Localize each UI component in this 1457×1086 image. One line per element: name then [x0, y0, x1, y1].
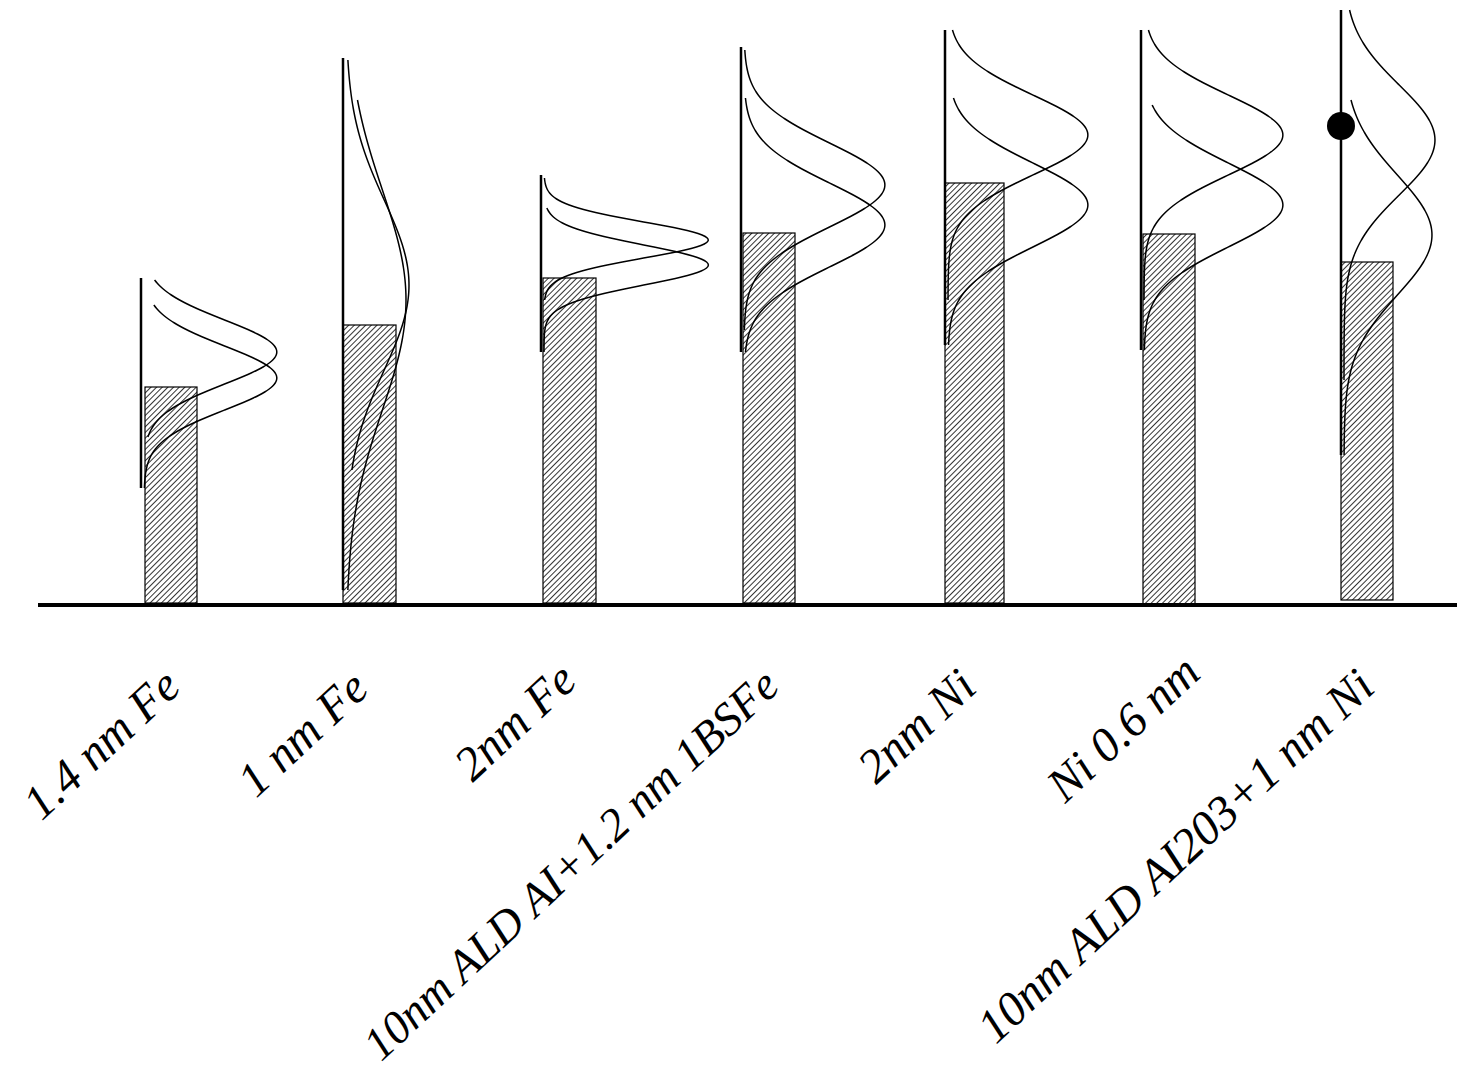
- gaussian-profile: [348, 100, 406, 590]
- gaussian-profile: [148, 280, 277, 437]
- marker-dot: [1327, 112, 1355, 140]
- profile-axis: [342, 58, 345, 590]
- gaussian-profile: [348, 60, 409, 470]
- sample-label: 1.4 nm Fe: [13, 659, 190, 829]
- profile-axis: [140, 278, 143, 488]
- gaussian-profile: [1144, 105, 1283, 350]
- gaussian-profile: [544, 178, 708, 300]
- hatched-bar: [145, 387, 197, 603]
- profile-axis: [1140, 30, 1143, 350]
- hatched-bar: [343, 325, 396, 603]
- baseline: [38, 603, 1457, 607]
- profile-axis: [1340, 10, 1343, 455]
- sample-label: 2nm Fe: [444, 653, 586, 791]
- gaussian-profile: [1144, 30, 1283, 300]
- sample-label: 10nm ALD AI+1.2 nm 1BSFe: [354, 659, 789, 1070]
- gaussian-profile: [1344, 10, 1435, 380]
- profile-axis: [740, 47, 743, 352]
- sample-label: Ni 0.6 nm: [1036, 645, 1210, 812]
- gaussian-profile: [144, 305, 276, 488]
- profile-axis: [540, 175, 543, 352]
- gaussian-profile: [948, 30, 1088, 300]
- gaussian-profile: [949, 98, 1088, 345]
- hatched-bar: [945, 183, 1004, 603]
- gaussian-profile: [745, 98, 884, 352]
- gaussian-profile: [744, 50, 885, 330]
- hatched-bar: [1341, 262, 1393, 600]
- hatched-bar: [543, 278, 596, 603]
- sample-label: 1 nm Fe: [227, 661, 378, 807]
- gaussian-profile: [1344, 100, 1432, 455]
- profile-axis: [944, 30, 947, 345]
- gaussian-profile: [544, 208, 708, 352]
- sample-label: 10nm ALD AI203+1 nm Ni: [967, 659, 1384, 1053]
- sample-label: 2nm Ni: [848, 659, 986, 793]
- hatched-bar: [1143, 234, 1195, 606]
